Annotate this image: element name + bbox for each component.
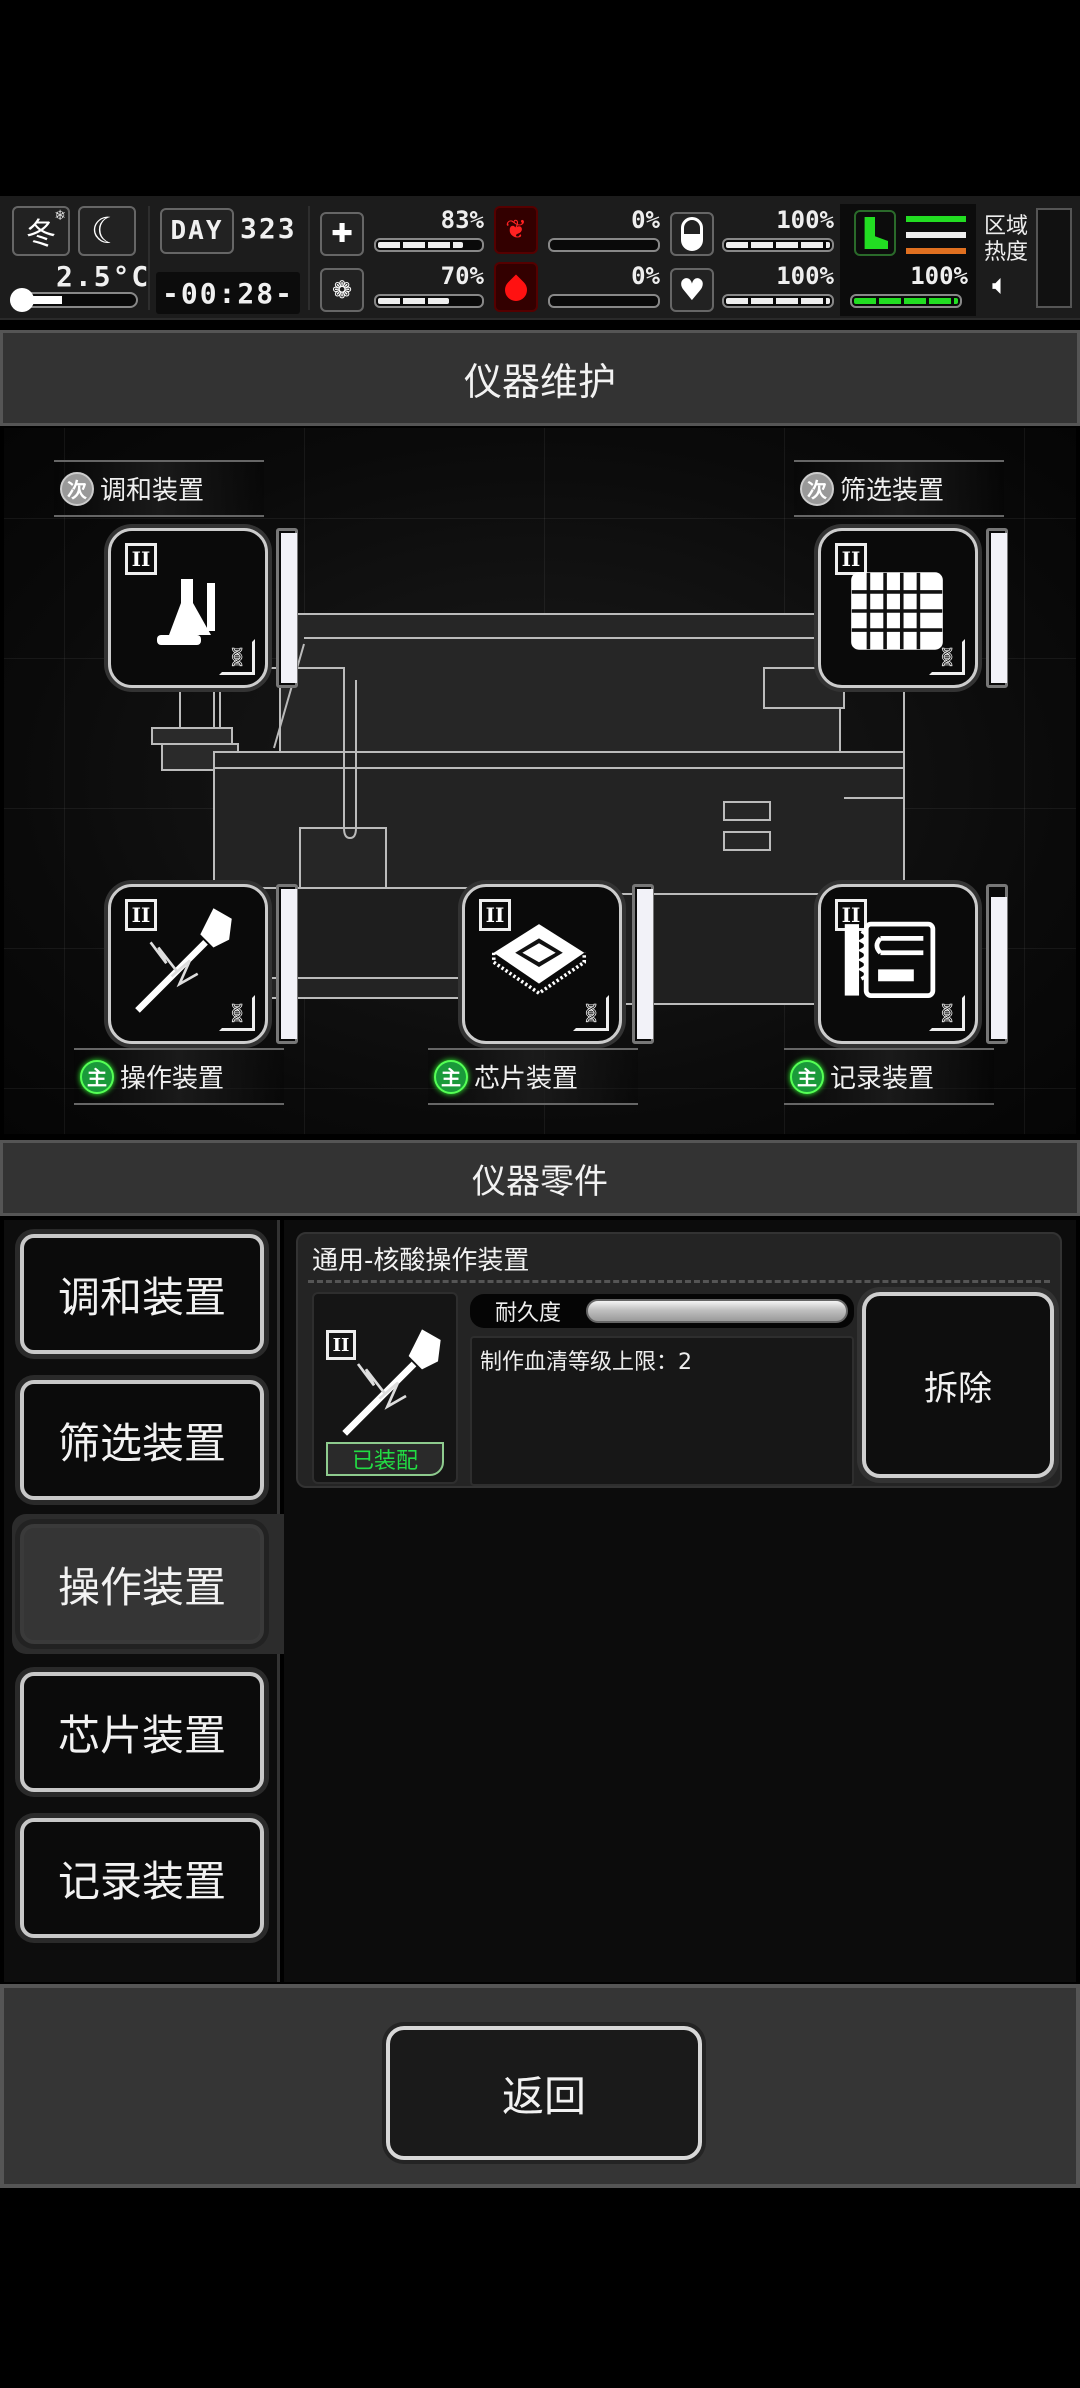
durability-label: 耐久度 [494,1301,561,1326]
part-title: 通用-核酸操作装置 [312,1246,530,1276]
category-operation[interactable]: 操作装置 [20,1524,264,1644]
slot-label-blend: 次 调和装置 [54,460,264,517]
legend-green [906,216,966,222]
capsule-value: 100% [776,206,834,234]
back-button[interactable]: 返回 [386,2026,702,2160]
slot-chip-device[interactable]: II 🧬︎ [462,884,622,1044]
parts-header: 仪器零件 [0,1140,1080,1216]
season-indicator: 冬 ❄ [12,206,70,256]
stomach-bar [548,238,660,252]
equipped-status-badge: 已装配 [326,1442,444,1476]
stomach-value: 0% [631,206,660,234]
durability-bar-blend [276,528,298,688]
secondary-badge: 次 [60,471,94,506]
capsule-icon [670,212,714,256]
brain-bar [374,294,484,308]
durability-bar-operation [276,884,298,1044]
slot-label-operation: 主 操作装置 [74,1048,284,1105]
slot-label-filter: 次 筛选装置 [794,460,1004,517]
temperature: 2.5°C [56,260,151,293]
day-number: 323 [240,212,297,245]
primary-badge: 主 [80,1059,114,1094]
durability-bar-filter [986,528,1008,688]
divider [308,1280,1050,1283]
parts-title: 仪器零件 [472,1161,608,1202]
zone-heat-meter [1036,208,1072,308]
dna-icon: 🧬︎ [573,995,609,1031]
speaker-icon[interactable]: 🔈︎ [992,268,1009,301]
durability-bar [586,1299,848,1323]
boot-icon [854,210,896,256]
day-label: DAY [160,208,234,254]
legend-orange [906,248,966,254]
stamina-value: 100% [910,262,968,290]
recorder-icon [844,921,936,998]
season-label: 冬 [26,217,56,252]
footer-bar: 返回 [0,1984,1080,2188]
part-card[interactable]: 通用-核酸操作装置 II 已装配 耐久度 制作血清等级上限：2 拆除 [296,1232,1062,1488]
flask-icon [157,579,215,645]
brain-value: 70% [440,262,484,290]
durability-row: 耐久度 [470,1294,854,1328]
slot-label-record: 主 记录装置 [784,1048,994,1105]
durability-bar-chip [632,884,654,1044]
durability-bar-record [986,884,1008,1044]
zone-heat-label: 区域 热度 [984,214,1029,265]
primary-badge: 主 [434,1059,468,1094]
status-hud: 冬 ❄ ☾ 2.5°C DAY 323 -00:28- ✚ 83% ❦ 0% 1… [0,196,1080,320]
legend-white [906,232,966,238]
remove-button[interactable]: 拆除 [862,1292,1054,1478]
capsule-bar [722,238,834,252]
medkit-icon: ✚ [320,212,364,256]
dna-icon: 🧬︎ [929,639,965,675]
heart-icon: ♥ [670,268,714,312]
chip-icon [491,924,587,996]
game-clock: -00:28- [161,276,294,310]
stamina-bar [850,294,962,308]
stamina-panel: 100% [840,204,976,316]
phage-injector-icon [342,1329,441,1436]
snowflake-icon: ❄ [54,208,66,224]
tier-badge: II [835,543,867,575]
heart-value: 100% [776,262,834,290]
machine-diagram: 次 调和装置 II 🧬︎ 次 筛选装置 II 🧬︎ II [4,428,1076,1134]
health-value: 83% [440,206,484,234]
blood-bar [548,294,660,308]
dna-icon: 🧬︎ [219,639,255,675]
slot-filter-device[interactable]: II 🧬︎ [818,528,978,688]
part-thumbnail: II 已装配 [312,1292,458,1484]
primary-badge: 主 [790,1059,824,1094]
blood-drop-icon [494,262,538,312]
phage-injector-icon [135,908,232,1013]
dna-icon: 🧬︎ [929,995,965,1031]
brain-icon: ❁ [320,268,364,312]
tier-badge: II [125,543,157,575]
slot-operation-device[interactable]: II 🧬︎ [108,884,268,1044]
stomach-icon: ❦ [494,206,538,254]
thermometer-icon [10,288,138,312]
slot-label-chip: 主 芯片装置 [428,1048,638,1105]
slot-record-device[interactable]: II 🧬︎ [818,884,978,1044]
heart-bar [722,294,834,308]
category-record[interactable]: 记录装置 [20,1818,264,1938]
tier-badge: II [479,899,511,931]
health-bar [374,238,484,252]
blood-value: 0% [631,262,660,290]
tier-badge: II [326,1330,356,1360]
category-filter[interactable]: 筛选装置 [20,1380,264,1500]
part-description: 制作血清等级上限：2 [470,1336,854,1486]
category-blend[interactable]: 调和装置 [20,1234,264,1354]
tier-badge: II [125,899,157,931]
category-chip[interactable]: 芯片装置 [20,1672,264,1792]
part-detail-panel: 通用-核酸操作装置 II 已装配 耐久度 制作血清等级上限：2 拆除 [284,1220,1076,1982]
page-title: 仪器维护 [463,359,616,404]
maintenance-header: 仪器维护 [0,330,1080,426]
secondary-badge: 次 [800,471,834,506]
category-list: 调和装置 筛选装置 操作装置 芯片装置 记录装置 [4,1220,284,1982]
slot-blend-device[interactable]: II 🧬︎ [108,528,268,688]
grid-filter-icon [851,572,943,650]
dna-icon: 🧬︎ [219,995,255,1031]
moon-icon: ☾ [78,206,136,256]
